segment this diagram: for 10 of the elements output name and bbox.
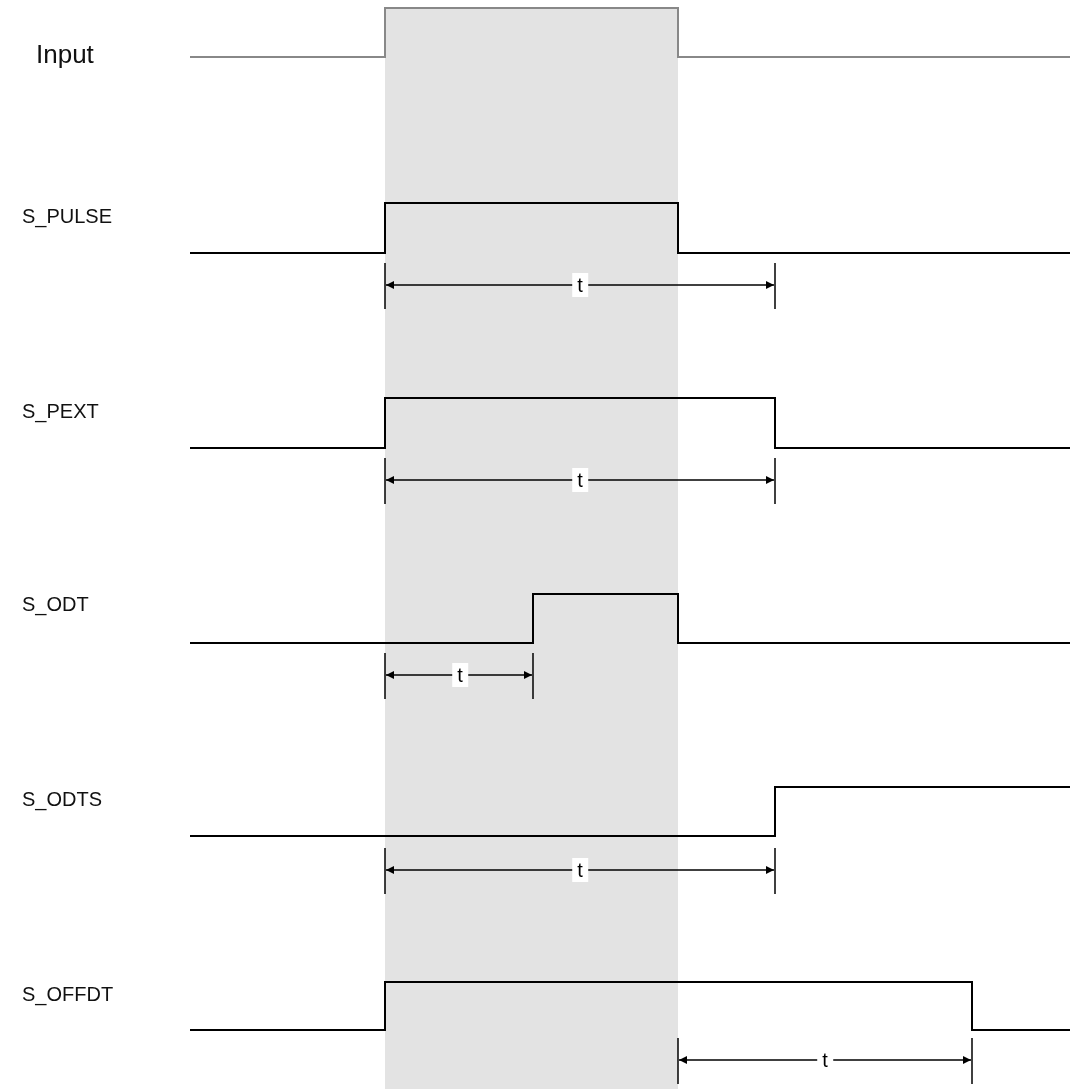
signal-name: S_PULSE [22,206,113,226]
signal-name: S_ODTS [22,789,103,809]
duration-label: t [572,468,588,492]
signal-name: S_ODT [22,594,89,614]
duration-label: t [572,273,588,297]
signal-name: S_PEXT [22,401,99,421]
signal-name: S_OFFDT [22,984,114,1004]
duration-label: t [452,663,468,687]
signal-name: Input [36,41,94,68]
duration-label: t [572,858,588,882]
